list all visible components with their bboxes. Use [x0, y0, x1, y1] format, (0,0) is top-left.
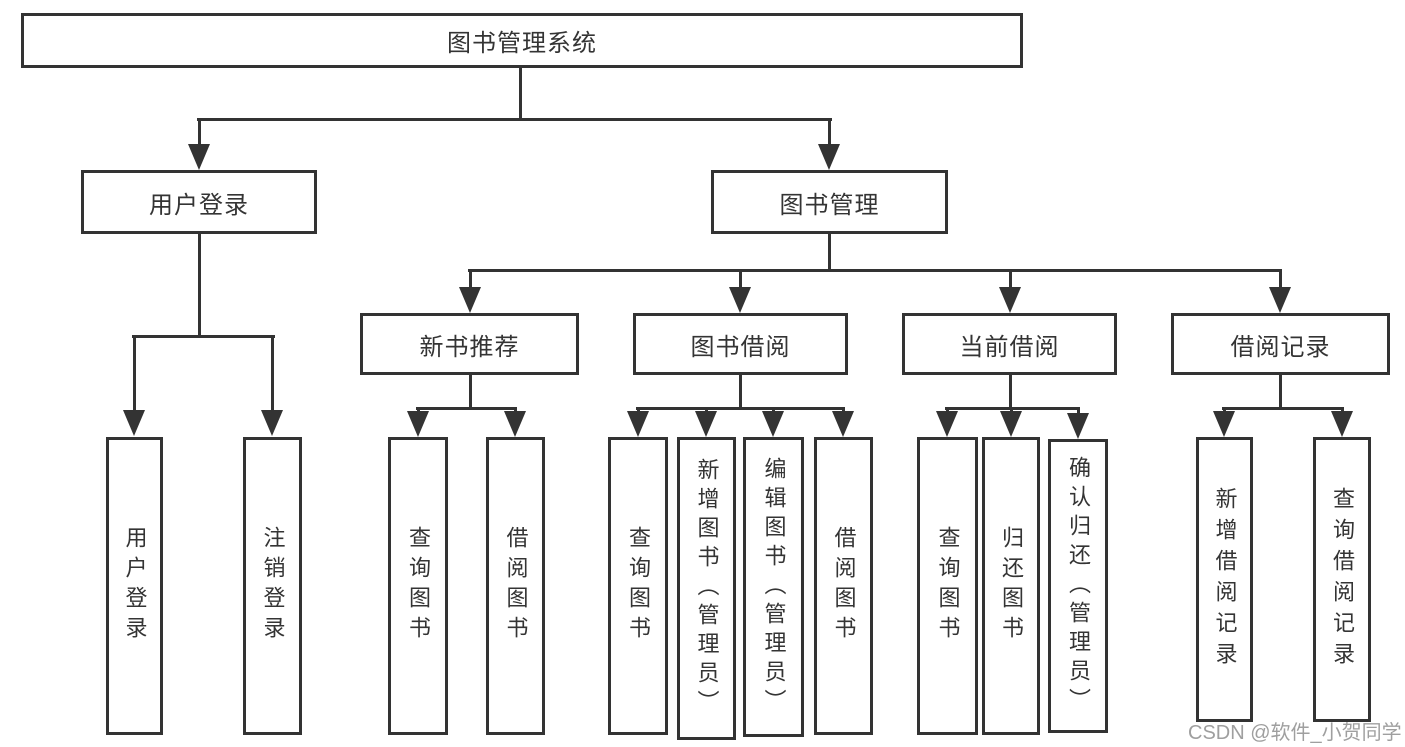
connector-arrow [729, 287, 751, 313]
connector-line [519, 68, 522, 121]
node-label: 图书管理系统 [447, 30, 597, 57]
connector-arrow [818, 144, 840, 170]
node-label: 查询借阅记录 [1330, 486, 1355, 673]
connector-line [739, 375, 742, 410]
node-label: 图书管理 [779, 191, 880, 219]
connector-arrow [1067, 413, 1089, 439]
connector-arrow [504, 411, 526, 437]
node-label: 借阅图书 [831, 526, 857, 646]
node-label: 查询图书 [406, 526, 431, 646]
node-label: 借阅记录 [1230, 333, 1331, 361]
connector-arrow [261, 410, 283, 436]
leaf-add-books-admin: 新增图书（管理员） [677, 437, 736, 740]
leaf-add-borrow-record: 新增借阅记录 [1196, 437, 1253, 722]
node-label: 新书推荐 [419, 333, 520, 361]
connector-line [1009, 375, 1012, 410]
node-label: 用户登录 [122, 526, 148, 646]
connector-line [197, 118, 832, 121]
connector-line [416, 407, 517, 410]
connector-arrow [1213, 411, 1235, 437]
connector-arrow [1269, 287, 1291, 313]
connector-line [636, 407, 845, 410]
leaf-confirm-return-admin: 确认归还（管理员） [1048, 439, 1108, 733]
connector-line [772, 407, 775, 413]
connector-line [132, 335, 275, 338]
connector-line [469, 375, 472, 410]
connector-arrow [1331, 411, 1353, 437]
connector-arrow [407, 411, 429, 437]
connector-line [828, 234, 831, 272]
connector-arrow [832, 411, 854, 437]
connector-arrow [762, 411, 784, 437]
connector-line [198, 234, 201, 338]
leaf-borrow-books-recommend: 借阅图书 [486, 437, 545, 735]
leaf-query-books-borrowing: 查询图书 [608, 437, 668, 735]
connector-line [133, 335, 136, 412]
connector-line [1279, 375, 1282, 410]
connector-line [1223, 407, 1226, 413]
node-borrowing-records: 借阅记录 [1171, 313, 1390, 375]
connector-line [271, 335, 274, 412]
connector-arrow [459, 287, 481, 313]
leaf-logout: 注销登录 [243, 437, 302, 735]
leaf-user-login: 用户登录 [106, 437, 163, 735]
connector-line [1077, 407, 1080, 415]
node-book-borrowing: 图书借阅 [633, 313, 848, 375]
connector-line [739, 269, 742, 289]
leaf-edit-books-admin: 编辑图书（管理员） [743, 437, 804, 737]
node-label: 确认归还（管理员） [1066, 455, 1091, 717]
connector-arrow [936, 411, 958, 437]
node-new-book-recommend: 新书推荐 [360, 313, 579, 375]
connector-line [1341, 407, 1344, 413]
leaf-return-books: 归还图书 [982, 437, 1040, 735]
leaf-query-books-current: 查询图书 [917, 437, 978, 735]
leaf-query-books-recommend: 查询图书 [388, 437, 448, 735]
watermark: CSDN @软件_小贺同学 [1188, 722, 1402, 744]
connector-line [514, 407, 517, 413]
node-label: 编辑图书（管理员） [761, 456, 787, 718]
node-label: 用户登录 [149, 191, 249, 219]
connector-line [1009, 269, 1012, 289]
connector-line [417, 407, 420, 413]
connector-arrow [123, 410, 145, 436]
connector-line [828, 118, 831, 146]
leaf-borrow-books: 借阅图书 [814, 437, 873, 735]
connector-arrow [627, 411, 649, 437]
connector-arrow [1000, 411, 1022, 437]
connector-line [842, 407, 845, 413]
node-user-login: 用户登录 [81, 170, 317, 234]
node-label: 当前借阅 [959, 333, 1060, 361]
node-book-management: 图书管理 [711, 170, 948, 234]
node-label: 图书借阅 [690, 333, 791, 361]
connector-line [468, 269, 1282, 272]
node-label: 归还图书 [999, 526, 1024, 646]
connector-line [1222, 407, 1344, 410]
node-label: 查询图书 [935, 526, 961, 646]
connector-line [946, 407, 949, 413]
connector-line [469, 269, 472, 289]
connector-arrow [999, 287, 1021, 313]
node-label: 借阅图书 [503, 526, 529, 646]
leaf-query-borrow-record: 查询借阅记录 [1313, 437, 1371, 722]
node-current-borrowing: 当前借阅 [902, 313, 1117, 375]
connector-arrow [695, 411, 717, 437]
node-label: 新增图书（管理员） [694, 458, 720, 719]
node-label: 新增借阅记录 [1212, 486, 1238, 673]
connector-line [705, 407, 708, 413]
connector-line [1279, 269, 1282, 289]
connector-line [1010, 407, 1013, 413]
connector-line [198, 118, 201, 146]
node-root-library-management-system: 图书管理系统 [21, 13, 1023, 68]
node-label: 查询图书 [626, 526, 651, 646]
node-label: 注销登录 [260, 526, 286, 646]
connector-line [637, 407, 640, 413]
connector-arrow [188, 144, 210, 170]
